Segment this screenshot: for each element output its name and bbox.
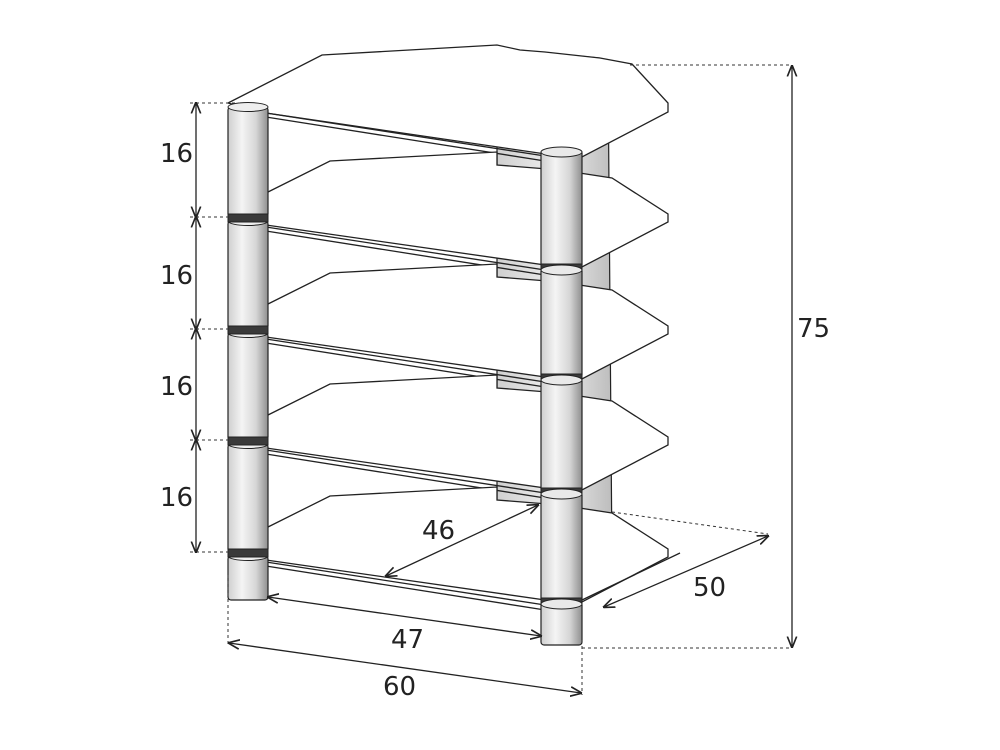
left-pillar-segment-4 bbox=[227, 436, 269, 553]
height-label: 75 bbox=[797, 314, 830, 344]
shelf-5 bbox=[265, 486, 681, 611]
pillars-left bbox=[227, 102, 269, 601]
depth-46-label: 46 bbox=[422, 516, 455, 546]
right-pillar-segment-3 bbox=[540, 374, 583, 497]
spacing-label-2: 16 bbox=[160, 261, 193, 291]
width-47-label: 47 bbox=[391, 625, 424, 655]
width-60-label: 60 bbox=[383, 672, 416, 702]
right-pillar-segment-4 bbox=[540, 488, 583, 607]
right-pillar-segment-5 bbox=[540, 598, 583, 646]
shelf-1 bbox=[226, 44, 669, 162]
depth-46-arrow bbox=[386, 505, 538, 576]
spacing-label-4: 16 bbox=[160, 483, 193, 513]
dimension-labels: 16 16 16 16 75 60 47 46 50 bbox=[160, 139, 830, 702]
depth-50-label: 50 bbox=[693, 573, 726, 603]
pillars-front-right bbox=[540, 146, 583, 646]
width-47-arrow bbox=[268, 597, 541, 636]
spacing-label-1: 16 bbox=[160, 139, 193, 169]
width-60-arrow bbox=[229, 643, 581, 693]
right-pillar-segment-1 bbox=[540, 146, 583, 273]
dimension-lines bbox=[190, 64, 792, 695]
left-pillar-segment-1 bbox=[227, 102, 269, 218]
depth-50-arrow bbox=[604, 536, 768, 607]
spacing-label-3: 16 bbox=[160, 372, 193, 402]
right-pillar-segment-2 bbox=[540, 264, 583, 383]
left-pillar-segment-5 bbox=[227, 548, 269, 601]
left-pillar-segment-3 bbox=[227, 325, 269, 441]
left-pillar-segment-2 bbox=[227, 213, 269, 330]
